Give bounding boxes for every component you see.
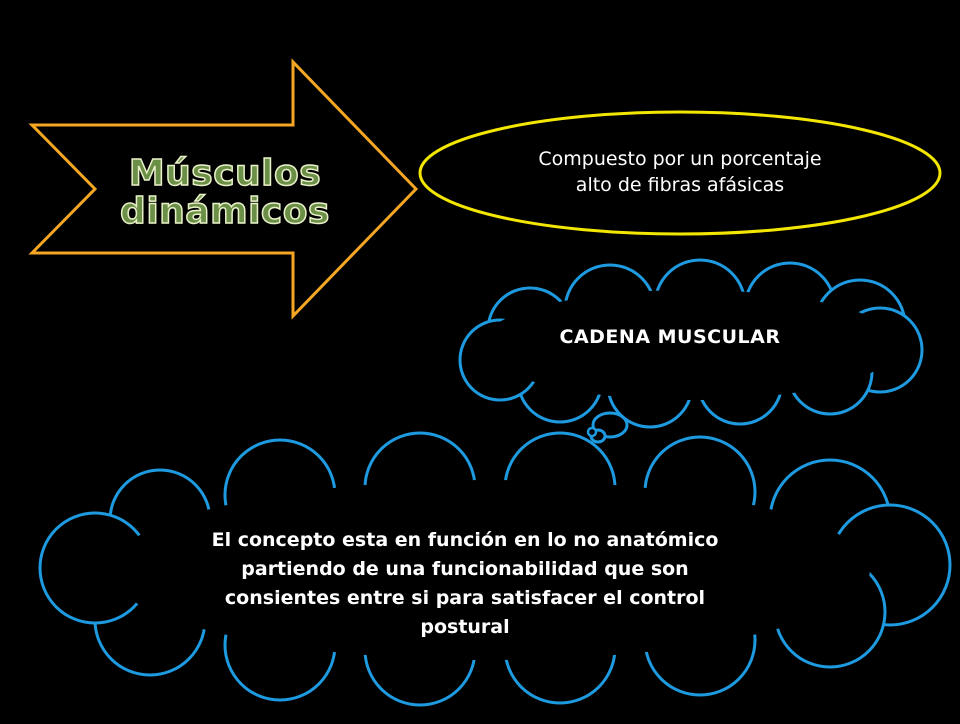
cloud-small bbox=[458, 258, 924, 429]
arrow-title-line1: Músculos bbox=[128, 153, 322, 194]
thought-bubble-small bbox=[586, 426, 598, 438]
arrow-shape bbox=[28, 58, 419, 320]
arrow-title-line2: dinámicos bbox=[119, 191, 330, 232]
cloud-large-text: El concepto esta en función en lo no ana… bbox=[211, 529, 719, 638]
cloud-small-text: CADENA MUSCULAR bbox=[559, 326, 781, 348]
ellipse-text-line1: Compuesto por un porcentaje bbox=[538, 148, 822, 170]
cloud-large bbox=[38, 431, 952, 707]
ellipse-shape bbox=[418, 110, 942, 236]
arrow-title: Músculos dinámicos bbox=[119, 153, 330, 232]
ellipse-text: Compuesto por un porcentaje alto de fibr… bbox=[470, 146, 890, 198]
ellipse-text-line2: alto de fibras afásicas bbox=[575, 174, 785, 196]
